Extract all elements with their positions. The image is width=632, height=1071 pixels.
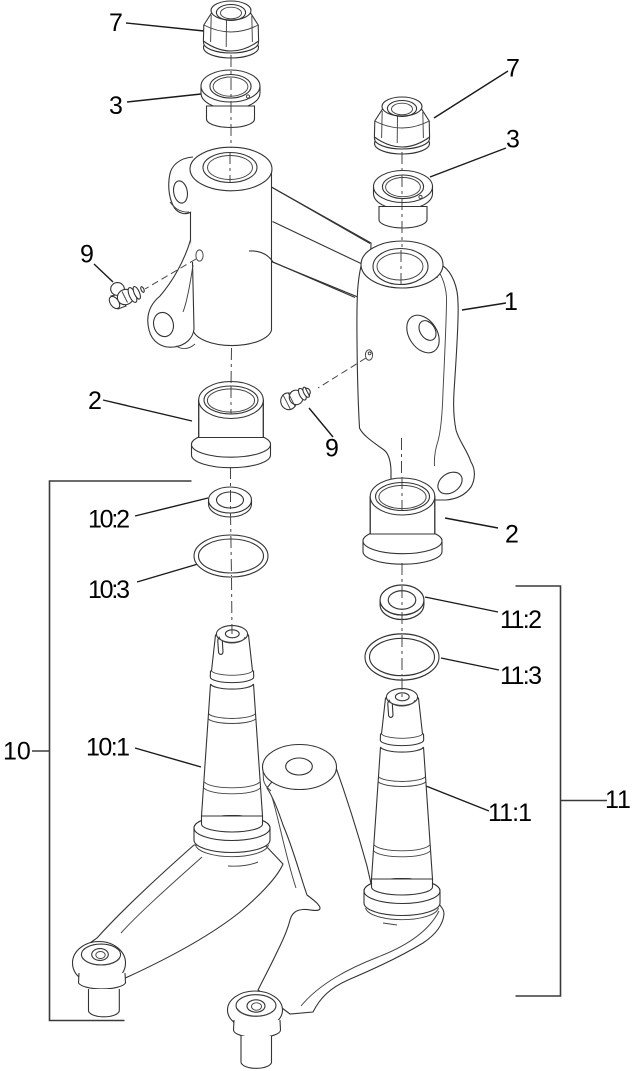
- svg-text:2: 2: [88, 387, 102, 415]
- svg-text:11:1: 11:1: [488, 799, 532, 827]
- svg-text:11:3: 11:3: [500, 662, 542, 690]
- svg-text:10:1: 10:1: [86, 734, 130, 762]
- svg-text:11:2: 11:2: [500, 606, 542, 634]
- svg-text:7: 7: [109, 9, 123, 37]
- svg-text:10: 10: [3, 738, 31, 766]
- svg-text:9: 9: [80, 241, 94, 269]
- svg-text:9: 9: [325, 435, 339, 463]
- svg-text:11: 11: [605, 786, 631, 814]
- svg-text:10:2: 10:2: [88, 506, 130, 534]
- svg-text:3: 3: [109, 92, 123, 120]
- svg-text:10:3: 10:3: [88, 576, 130, 604]
- svg-text:3: 3: [506, 126, 520, 154]
- svg-text:2: 2: [505, 521, 519, 549]
- svg-text:1: 1: [504, 288, 518, 316]
- svg-text:7: 7: [506, 55, 520, 83]
